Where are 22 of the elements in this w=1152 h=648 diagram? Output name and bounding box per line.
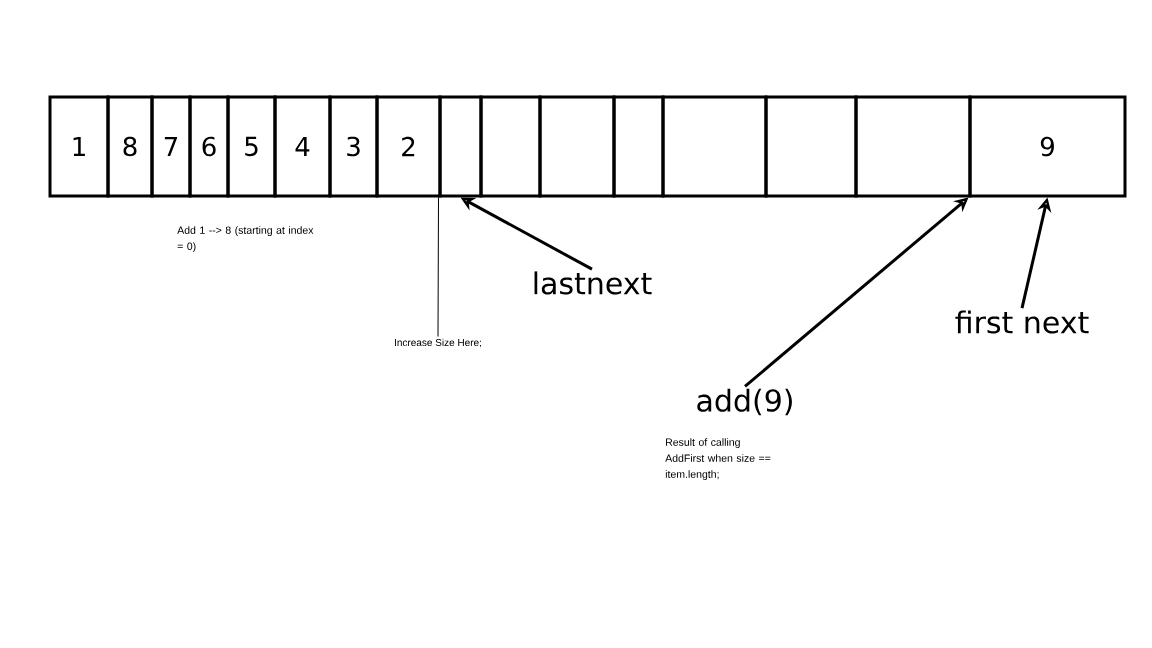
empty-array-cell xyxy=(538,95,616,198)
array-cell: 1 xyxy=(48,95,110,198)
array-cell: 8 xyxy=(106,95,154,198)
array-cell: 7 xyxy=(150,95,192,198)
empty-array-cell xyxy=(612,95,665,198)
note-text: Result of calling AddFirst when size == item.length; xyxy=(665,438,771,480)
empty-array-cell xyxy=(438,95,483,198)
array-cell: 9 xyxy=(968,95,1127,198)
array-cell: 2 xyxy=(375,95,442,198)
empty-array-cell xyxy=(661,95,768,198)
note-text: Add 1 --> 8 (starting at index = 0) xyxy=(177,226,314,252)
array-cell: 6 xyxy=(188,95,230,198)
note-text: Increase Size Here; xyxy=(395,338,481,348)
handwritten-label: first next xyxy=(955,310,1089,334)
array-cell: 3 xyxy=(328,95,379,198)
empty-array-cell xyxy=(479,95,542,198)
empty-array-cell xyxy=(764,95,858,198)
array-cell: 4 xyxy=(273,95,332,198)
array-cell: 5 xyxy=(226,95,277,198)
handwritten-label: add(9) xyxy=(697,388,792,416)
handwritten-label: lastnext xyxy=(534,271,652,295)
leader-line xyxy=(437,197,439,338)
